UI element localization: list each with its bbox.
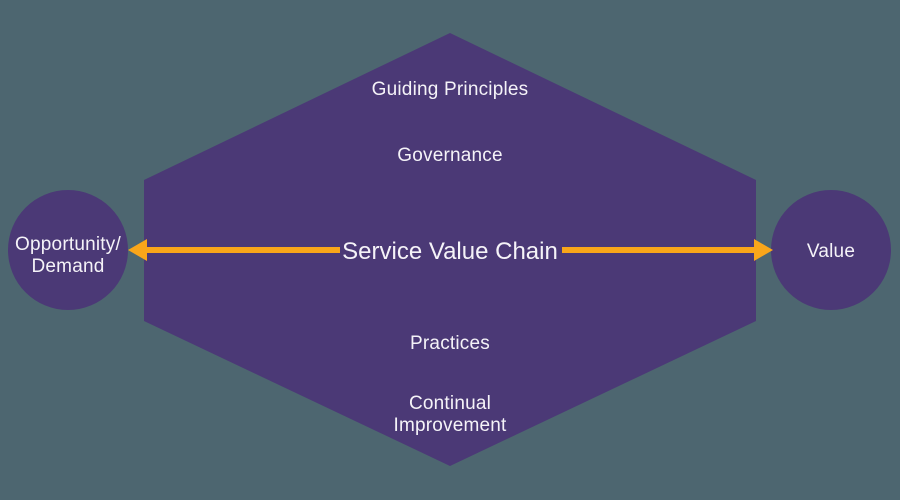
left-arrow-head-icon [128,239,147,261]
service-value-chain-label: Service Value Chain [342,238,558,265]
left-arrow [128,239,340,261]
opportunity-demand-line1: Opportunity/ [15,234,121,255]
right-arrow-head-icon [754,239,773,261]
value-label: Value [806,241,856,262]
governance-label: Governance [397,145,503,166]
value-circle [771,190,891,310]
guiding-principles-label: Guiding Principles [371,79,529,100]
service-value-chain-hexagon [144,33,756,466]
continual-improvement-line2: Improvement [393,415,507,436]
opportunity-demand-label: Opportunity/ Demand [15,234,121,278]
continual-improvement-line1: Continual [408,393,492,414]
continual-improvement-label: Continual Improvement [393,393,506,437]
opportunity-demand-circle [8,190,128,310]
practices-label: Practices [410,333,490,354]
right-arrow [562,239,773,261]
opportunity-demand-line2: Demand [31,256,105,277]
